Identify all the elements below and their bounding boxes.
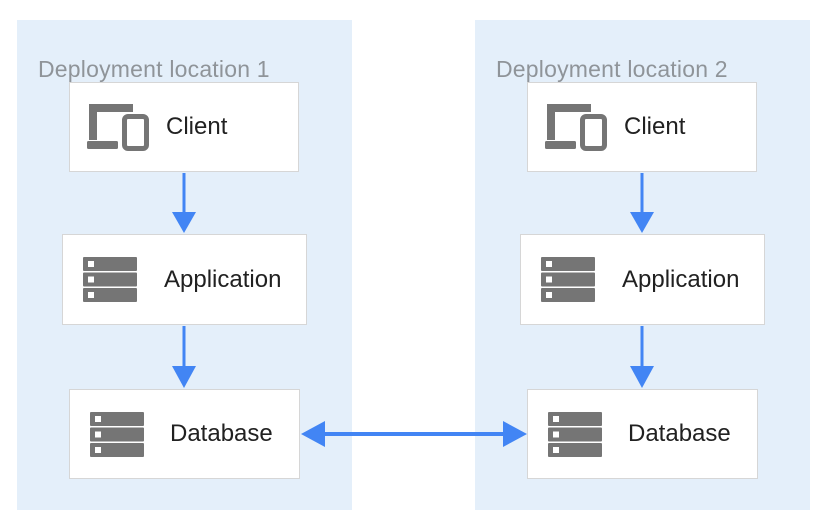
node-label: Client: [166, 113, 228, 140]
server-stack-icon: [548, 411, 602, 457]
node-client-1: Client: [69, 82, 299, 172]
panel-title: Deployment location 1: [38, 56, 270, 82]
node-label: Application: [164, 265, 282, 293]
panel-title: Deployment location 2: [496, 56, 728, 82]
node-label: Database: [170, 420, 273, 447]
server-stack-icon: [90, 411, 144, 457]
node-application-1: Application: [62, 234, 307, 325]
node-label: Client: [624, 113, 686, 140]
server-stack-icon: [83, 257, 137, 302]
node-client-2: Client: [527, 82, 757, 172]
deployment-location-2-panel: Deployment location 2 Client: [475, 20, 810, 510]
node-label: Database: [628, 420, 731, 447]
deployment-location-1-panel: Deployment location 1 Client: [17, 20, 352, 510]
client-devices-icon: [545, 103, 607, 151]
client-devices-icon: [87, 103, 149, 151]
node-database-2: Database: [527, 389, 758, 479]
node-application-2: Application: [520, 234, 765, 325]
node-database-1: Database: [69, 389, 300, 479]
server-stack-icon: [541, 257, 595, 302]
node-label: Application: [622, 265, 740, 293]
